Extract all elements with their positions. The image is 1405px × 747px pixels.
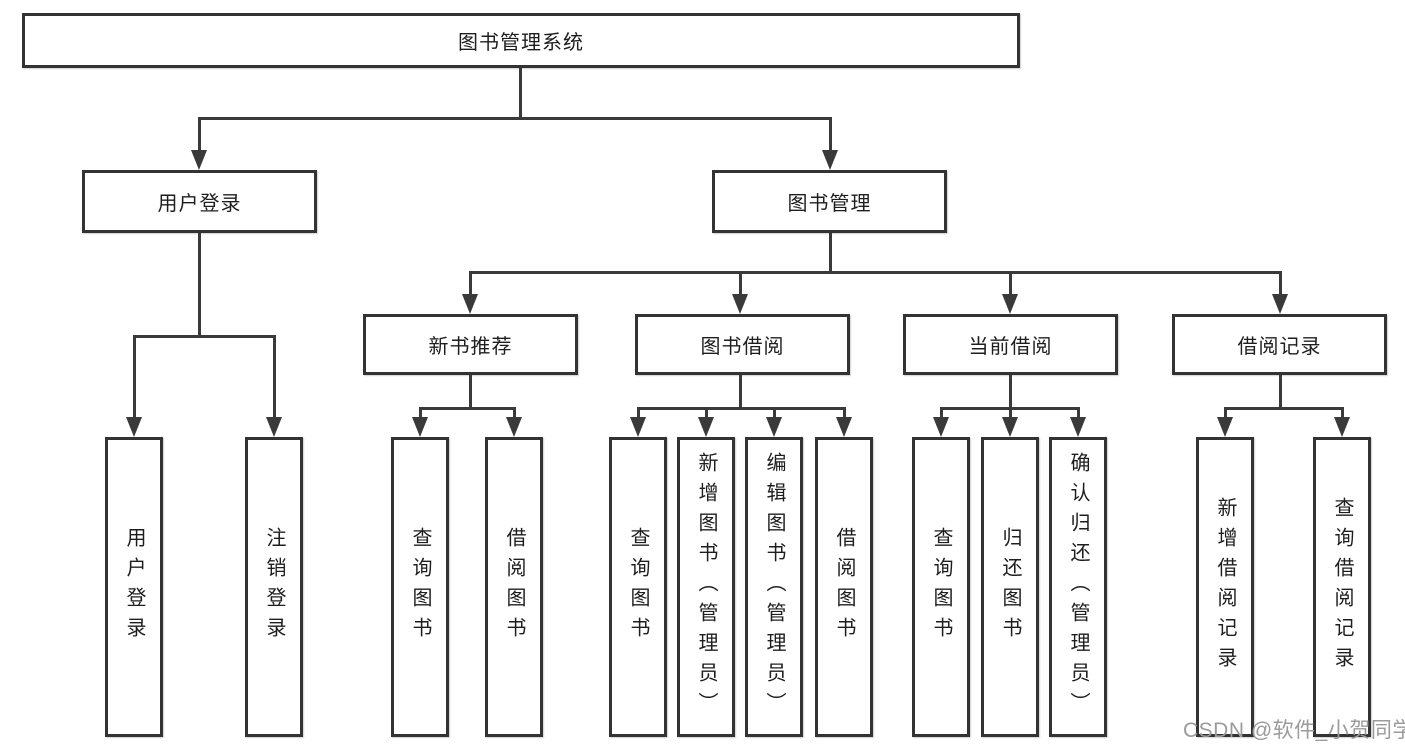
leaf-cb-return-books-label: 归还图书 [999, 527, 1021, 647]
connector-level2-rail [198, 117, 832, 120]
connector-drop-bb-query [637, 407, 640, 418]
leaf-bb-borrow-books: 借阅图书 [815, 437, 873, 737]
connector-drop-new-book-rec [469, 271, 472, 295]
node-library-system-label: 图书管理系统 [458, 32, 584, 54]
arrowhead-icon [630, 417, 646, 437]
arrowhead-icon [1002, 417, 1018, 437]
leaf-user-login: 用户登录 [105, 437, 163, 737]
arrowhead-icon [1272, 294, 1288, 314]
connector-current-borrow-stem [1009, 375, 1012, 408]
leaf-bb-query-books: 查询图书 [609, 437, 667, 737]
connector-drop-book-borrow [739, 271, 742, 295]
arrowhead-icon [1002, 294, 1018, 314]
leaf-user-login-label: 用户登录 [123, 527, 145, 647]
leaf-cb-confirm-return-admin-label: 确认归还（管理员） [1067, 452, 1089, 722]
node-new-book-recommendation-label: 新书推荐 [428, 336, 513, 358]
connector-book-borrow-stem [739, 375, 742, 408]
node-book-management-label: 图书管理 [787, 193, 872, 215]
leaf-nb-query-books-label: 查询图书 [409, 527, 431, 647]
leaf-nb-query-books: 查询图书 [391, 437, 449, 737]
arrowhead-icon [698, 417, 714, 437]
arrowhead-icon [266, 417, 282, 437]
node-library-system: 图书管理系统 [22, 13, 1020, 68]
connector-drop-borrow-record [1279, 271, 1282, 295]
node-book-borrowing: 图书借阅 [635, 314, 850, 375]
connector-drop-bb-add [705, 407, 708, 418]
arrowhead-icon [191, 150, 207, 170]
leaf-nb-borrow-books: 借阅图书 [485, 437, 543, 737]
node-book-borrowing-label: 图书借阅 [700, 336, 785, 358]
node-user-login: 用户登录 [82, 170, 317, 233]
arrowhead-icon [766, 417, 782, 437]
leaf-logout-label: 注销登录 [263, 527, 285, 647]
arrowhead-icon [126, 417, 142, 437]
node-current-borrowing: 当前借阅 [903, 314, 1118, 375]
arrowhead-icon [1334, 417, 1350, 437]
node-book-management: 图书管理 [712, 170, 947, 233]
connector-drop-cb-return [1009, 407, 1012, 418]
leaf-bb-edit-books-admin: 编辑图书（管理员） [745, 437, 803, 737]
connector-drop-cb-confirm [1077, 407, 1080, 418]
arrowhead-icon [1070, 417, 1086, 437]
connector-book-borrow-rail [637, 407, 846, 410]
leaf-bb-add-books-admin-label: 新增图书（管理员） [695, 452, 717, 722]
arrowhead-icon [1217, 417, 1233, 437]
leaf-cb-query-books: 查询图书 [912, 437, 970, 737]
arrowhead-icon [822, 150, 838, 170]
node-new-book-recommendation: 新书推荐 [363, 314, 578, 375]
connector-user-login-stem [198, 233, 201, 337]
arrowhead-icon [412, 417, 428, 437]
leaf-br-query-record: 查询借阅记录 [1313, 437, 1371, 737]
node-borrowing-records-label: 借阅记录 [1237, 336, 1322, 358]
connector-drop-user-login [198, 117, 201, 151]
connector-drop-bb-borrow [843, 407, 846, 418]
arrowhead-icon [462, 294, 478, 314]
leaf-cb-query-books-label: 查询图书 [930, 527, 952, 647]
connector-drop-book-mgmt [829, 117, 832, 151]
node-borrowing-records: 借阅记录 [1172, 314, 1387, 375]
arrowhead-icon [836, 417, 852, 437]
connector-drop-nb-query [419, 407, 422, 418]
connector-root-stem [519, 68, 522, 117]
leaf-logout: 注销登录 [245, 437, 303, 737]
connector-drop-current-borrow [1009, 271, 1012, 295]
connector-book-mgmt-stem [829, 233, 832, 272]
connector-drop-br-query [1341, 407, 1344, 418]
connector-drop-nb-borrow [513, 407, 516, 418]
leaf-cb-confirm-return-admin: 确认归还（管理员） [1049, 437, 1107, 737]
connector-borrow-record-rail [1224, 407, 1344, 410]
connector-new-book-rec-rail [419, 407, 516, 410]
leaf-br-add-record: 新增借阅记录 [1196, 437, 1254, 737]
arrowhead-icon [506, 417, 522, 437]
connector-level3-rail [469, 271, 1282, 274]
leaf-nb-borrow-books-label: 借阅图书 [503, 527, 525, 647]
connector-borrow-record-stem [1279, 375, 1282, 408]
leaf-bb-edit-books-admin-label: 编辑图书（管理员） [763, 452, 785, 722]
node-user-login-label: 用户登录 [157, 193, 242, 215]
leaf-bb-query-books-label: 查询图书 [627, 527, 649, 647]
csdn-watermark: CSDN @软件_小贺同学 [1183, 719, 1405, 742]
arrowhead-icon [933, 417, 949, 437]
connector-drop-leaf-user-login [133, 335, 136, 418]
connector-drop-bb-edit [773, 407, 776, 418]
leaf-bb-add-books-admin: 新增图书（管理员） [677, 437, 735, 737]
node-current-borrowing-label: 当前借阅 [968, 336, 1053, 358]
connector-drop-leaf-logout [273, 335, 276, 418]
connector-drop-br-add [1224, 407, 1227, 418]
connector-new-book-rec-stem [469, 375, 472, 408]
connector-user-login-rail [133, 335, 275, 338]
arrowhead-icon [732, 294, 748, 314]
leaf-bb-borrow-books-label: 借阅图书 [833, 527, 855, 647]
connector-drop-cb-query [940, 407, 943, 418]
leaf-br-query-record-label: 查询借阅记录 [1331, 497, 1353, 677]
leaf-br-add-record-label: 新增借阅记录 [1214, 497, 1236, 677]
leaf-cb-return-books: 归还图书 [981, 437, 1039, 737]
